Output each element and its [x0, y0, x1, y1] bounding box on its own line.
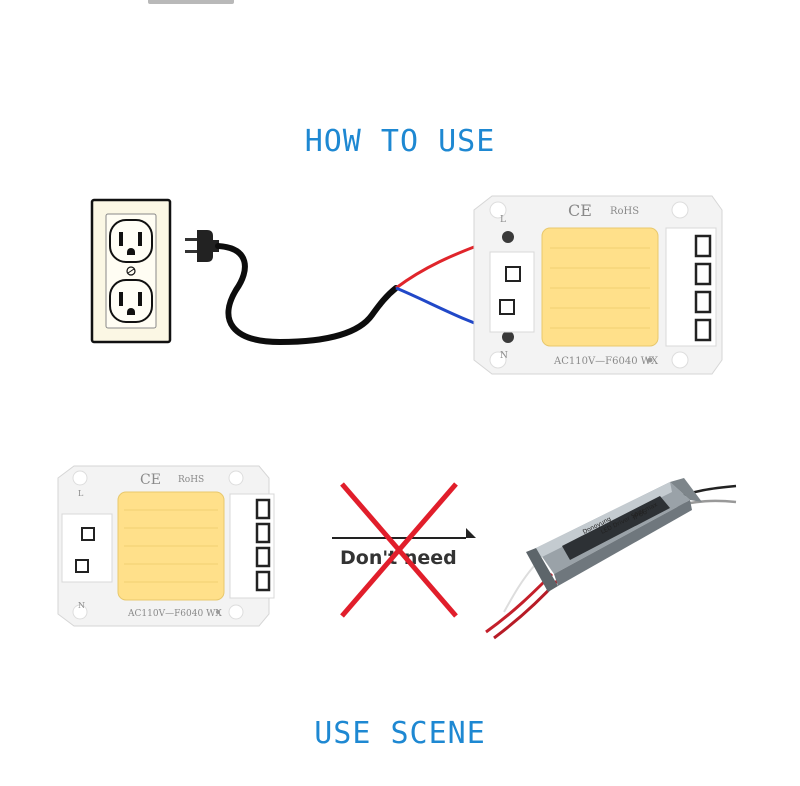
terminal-n-label: N	[500, 351, 508, 361]
chip-model-label: AC110V—F6040 WX	[553, 356, 659, 367]
terminal-l-label-bottom: L	[78, 489, 84, 498]
ce-mark-bottom: CE	[140, 472, 161, 488]
how-to-use-heading: HOW TO USE	[304, 124, 496, 159]
cob-chip-bottom: CE RoHS L N AC110V—F6040 WX	[57, 465, 275, 627]
led-driver-icon: Donoyung LED Driver 50W max IP66	[485, 478, 737, 640]
power-plug-icon	[185, 230, 219, 262]
wall-outlet-icon	[90, 198, 172, 344]
rohs-mark: RoHS	[610, 206, 639, 217]
red-x-cross-icon	[340, 482, 458, 618]
dont-need-graphic: Don't need	[332, 482, 476, 618]
terminal-n-label-bottom: N	[78, 601, 85, 610]
rohs-mark-bottom: RoHS	[178, 475, 204, 485]
use-scene-heading: USE SCENE	[314, 716, 486, 751]
dont-need-text: Don't need	[340, 547, 457, 569]
terminal-l-label: L	[500, 215, 506, 225]
ce-mark: CE	[568, 201, 592, 220]
cob-chip-top: CE RoHS L N AC110V—F6040 WX	[473, 195, 723, 375]
top-cropped-object	[148, 0, 234, 4]
chip-model-label-bottom: AC110V—F6040 WX	[127, 609, 222, 619]
